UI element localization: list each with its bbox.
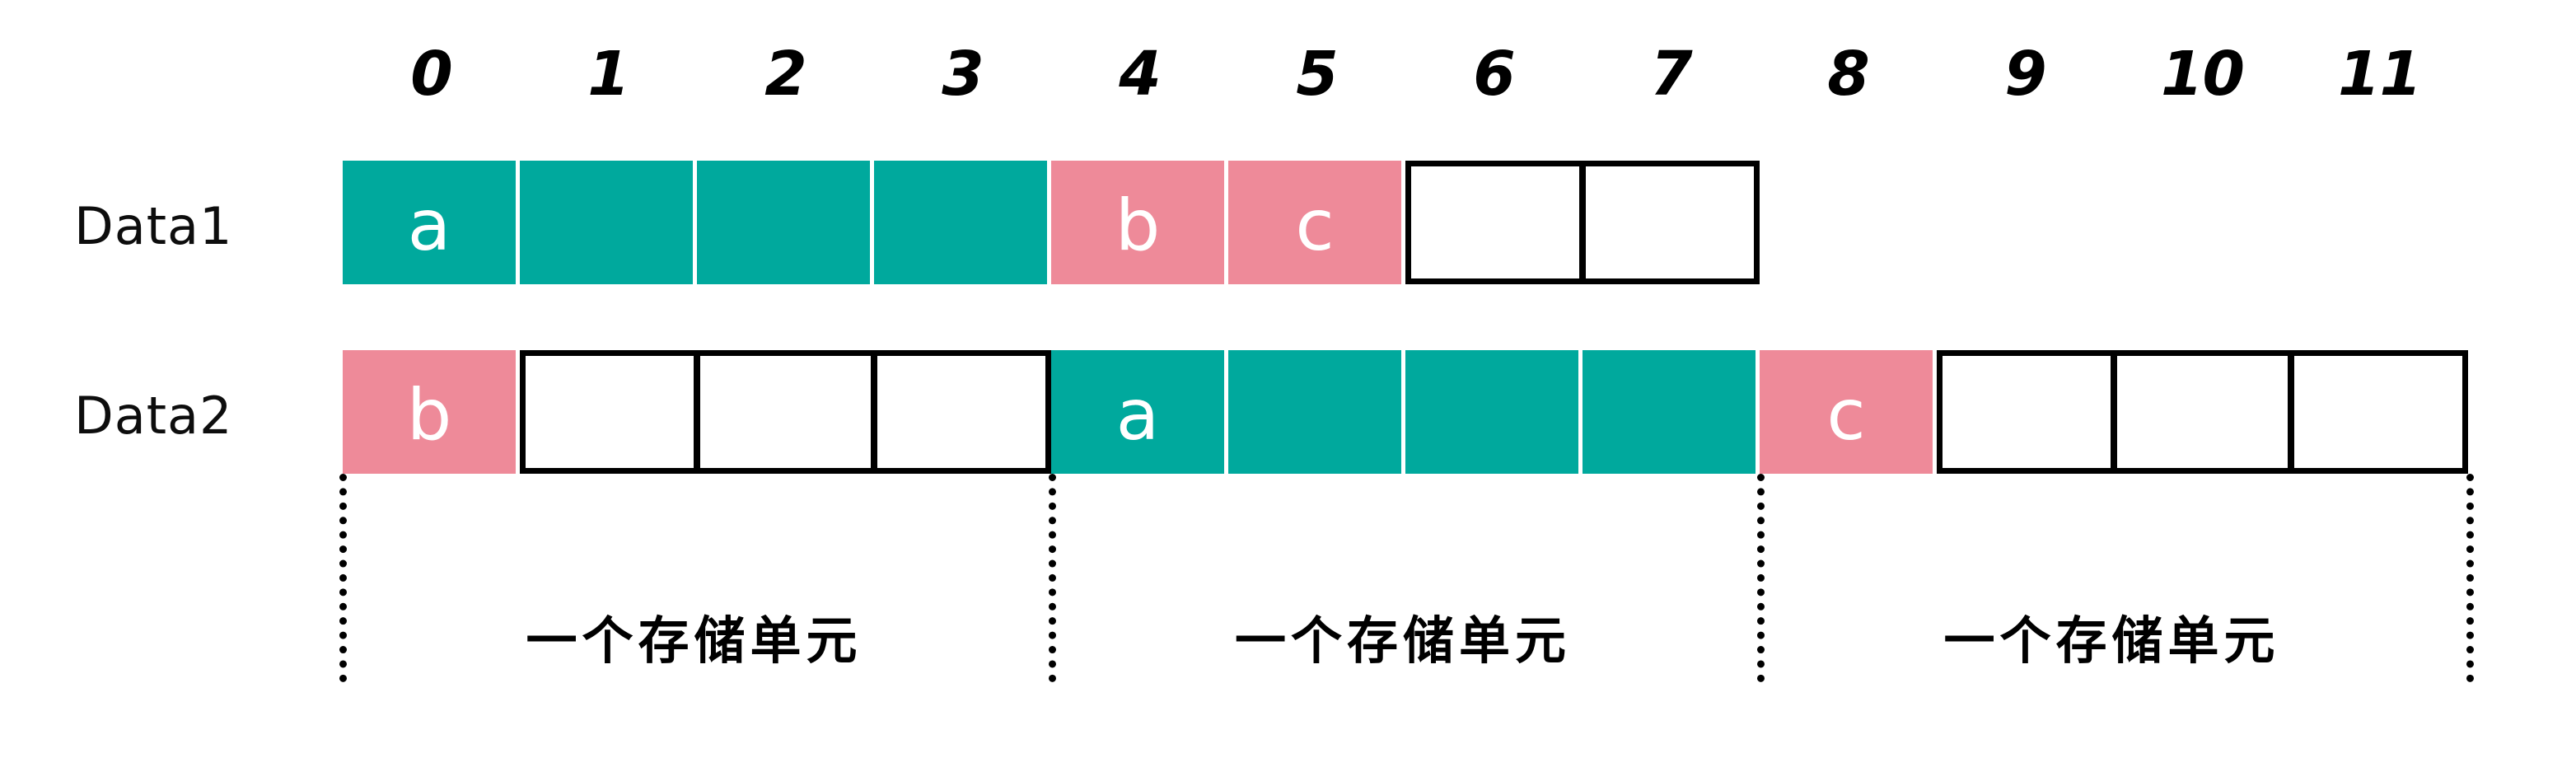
cell-glyph: c bbox=[1826, 374, 1866, 456]
cell-data2-6 bbox=[1405, 350, 1583, 474]
column-index-10: 10 bbox=[2161, 39, 2245, 110]
cell-glyph: b bbox=[1115, 185, 1161, 267]
cell-data1-4: b bbox=[1051, 161, 1228, 284]
column-index-11: 11 bbox=[2338, 39, 2422, 110]
column-index-3: 3 bbox=[942, 39, 984, 110]
column-index-6: 6 bbox=[1473, 39, 1516, 110]
row-label-data1: Data1 bbox=[74, 196, 233, 256]
cell-glyph: a bbox=[407, 185, 451, 267]
column-index-7: 7 bbox=[1650, 39, 1693, 110]
cell-data1-7 bbox=[1583, 161, 1760, 284]
column-index-8: 8 bbox=[1827, 39, 1870, 110]
cell-glyph: c bbox=[1295, 185, 1335, 267]
cell-data2-3 bbox=[874, 350, 1051, 474]
cell-data1-0: a bbox=[343, 161, 520, 284]
unit-caption-2: 一个存储单元 bbox=[1943, 611, 2280, 671]
unit-caption-1: 一个存储单元 bbox=[1234, 611, 1571, 671]
unit-divider-0 bbox=[339, 474, 347, 682]
unit-caption-0: 一个存储单元 bbox=[526, 611, 863, 671]
cell-data2-10 bbox=[2114, 350, 2291, 474]
column-index-0: 0 bbox=[410, 39, 453, 110]
cell-data2-8: c bbox=[1760, 350, 1937, 474]
column-index-1: 1 bbox=[587, 39, 630, 110]
data-row-data1: a b c bbox=[343, 161, 1760, 284]
cell-data2-7 bbox=[1583, 350, 1760, 474]
cell-data2-4: a bbox=[1051, 350, 1228, 474]
column-index-5: 5 bbox=[1296, 39, 1339, 110]
row-label-data2: Data2 bbox=[74, 386, 233, 446]
cell-glyph: a bbox=[1115, 374, 1160, 456]
data-row-data2: b a c bbox=[343, 350, 2468, 474]
cell-data1-6 bbox=[1405, 161, 1583, 284]
cell-data2-2 bbox=[697, 350, 874, 474]
column-index-9: 9 bbox=[2004, 39, 2047, 110]
cell-data1-3 bbox=[874, 161, 1051, 284]
column-index-header: 0 1 2 3 4 5 6 7 8 9 10 11 bbox=[343, 36, 2468, 112]
cell-glyph: b bbox=[406, 374, 452, 456]
unit-divider-1 bbox=[1049, 474, 1056, 682]
unit-divider-2 bbox=[1757, 474, 1765, 682]
column-index-2: 2 bbox=[764, 39, 807, 110]
cell-data2-11 bbox=[2291, 350, 2468, 474]
cell-data2-1 bbox=[520, 350, 697, 474]
cell-data2-0: b bbox=[343, 350, 520, 474]
cell-data1-2 bbox=[697, 161, 874, 284]
cell-data2-9 bbox=[1937, 350, 2114, 474]
cell-data1-1 bbox=[520, 161, 697, 284]
cell-data2-5 bbox=[1228, 350, 1405, 474]
unit-divider-3 bbox=[2466, 474, 2474, 682]
column-index-4: 4 bbox=[1119, 39, 1162, 110]
cell-data1-5: c bbox=[1228, 161, 1405, 284]
